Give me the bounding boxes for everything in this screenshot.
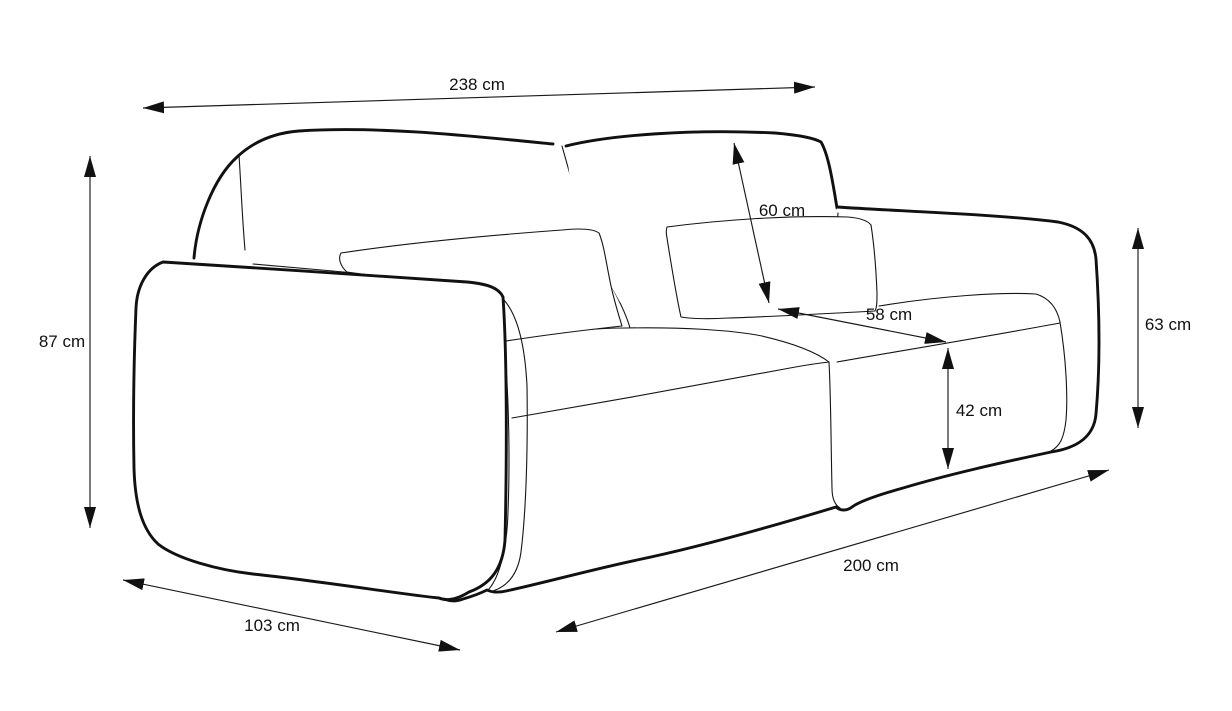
dimension-label-overall-height: 87 cm [39, 332, 85, 351]
dimension-arrow-side-depth [122, 578, 461, 652]
dimension-arrows [84, 81, 1144, 652]
dimension-labels: 238 cm 87 cm 60 cm 58 cm 63 cm 42 cm 200… [39, 75, 1191, 635]
dimension-label-armrest-height: 63 cm [1145, 315, 1191, 334]
dimension-label-backrest-height: 60 cm [759, 201, 805, 220]
left-seat-front-top-edge [511, 361, 830, 419]
dimension-label-side-depth: 103 cm [244, 616, 300, 635]
right-seat-right-edge [1050, 321, 1068, 452]
dimension-arrow-overall-width [142, 81, 816, 114]
lumbar-pillow-right [665, 216, 878, 320]
right-seat-back-edge [878, 292, 1061, 323]
dimension-label-seat-depth: 58 cm [866, 305, 912, 324]
dimension-arrow-seat-width [555, 469, 1110, 633]
dimension-label-overall-width: 238 cm [449, 75, 505, 94]
seat-cushions [505, 292, 1068, 590]
dimension-label-seat-width: 200 cm [843, 556, 899, 575]
dimension-arrow-backrest-height [732, 142, 771, 304]
left-armrest [132, 260, 508, 601]
dimension-label-seat-height: 42 cm [956, 401, 1002, 420]
dimension-arrow-seat-depth [777, 307, 947, 344]
